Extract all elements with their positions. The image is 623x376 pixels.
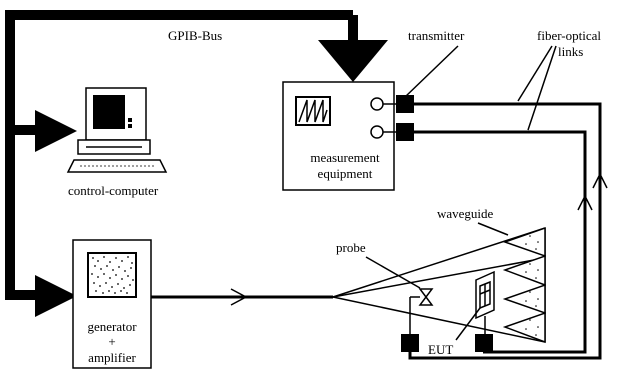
fiber-direction-arrow-1 [592, 172, 608, 189]
signal-direction-arrow [230, 288, 248, 306]
probe-pointer [365, 256, 421, 289]
fiber-link-probe [408, 102, 602, 360]
eut-icon [475, 270, 495, 334]
eut-transmitter-block [475, 334, 493, 352]
gpib-bus-label: GPIB-Bus [168, 28, 222, 43]
equipment-label: equipment [318, 166, 373, 181]
measurement-label: measurement [310, 150, 380, 165]
gpib-arrow-equipment [318, 40, 388, 82]
fiber-optical-label: fiber-optical [537, 28, 601, 43]
waveform-display-icon [295, 96, 331, 126]
transmitter-pointer [404, 45, 459, 98]
plus-label: + [108, 334, 115, 349]
absorber-cones [502, 226, 546, 344]
probe-transmitter-block [401, 334, 419, 352]
fiber-link-eut [414, 130, 587, 354]
transmitter-block-2 [396, 123, 414, 141]
transmitter-block-1 [396, 95, 414, 113]
eut-label: EUT [428, 342, 453, 357]
absorber-texture [525, 235, 539, 336]
gpib-bus-line [5, 10, 353, 300]
computer-icon [66, 87, 168, 173]
waveguide-label: waveguide [437, 206, 494, 221]
fiber-pointer-1 [517, 45, 553, 102]
fiber-direction-arrow-2 [577, 194, 593, 211]
links-label: links [558, 44, 583, 59]
amplifier-label: amplifier [88, 350, 136, 365]
fiber-pointer-2 [527, 45, 557, 131]
eut-pointer [455, 307, 481, 341]
gpib-arrow-generator [35, 275, 77, 317]
probe-icon [409, 288, 434, 334]
generator-label: generator [87, 319, 137, 334]
noise-display-icon [87, 252, 137, 298]
control-computer-label: control-computer [68, 183, 159, 198]
probe-label: probe [336, 240, 366, 255]
gpib-arrow-computer [35, 110, 77, 152]
waveguide-pointer [477, 222, 509, 236]
transmitter-label: transmitter [408, 28, 465, 43]
